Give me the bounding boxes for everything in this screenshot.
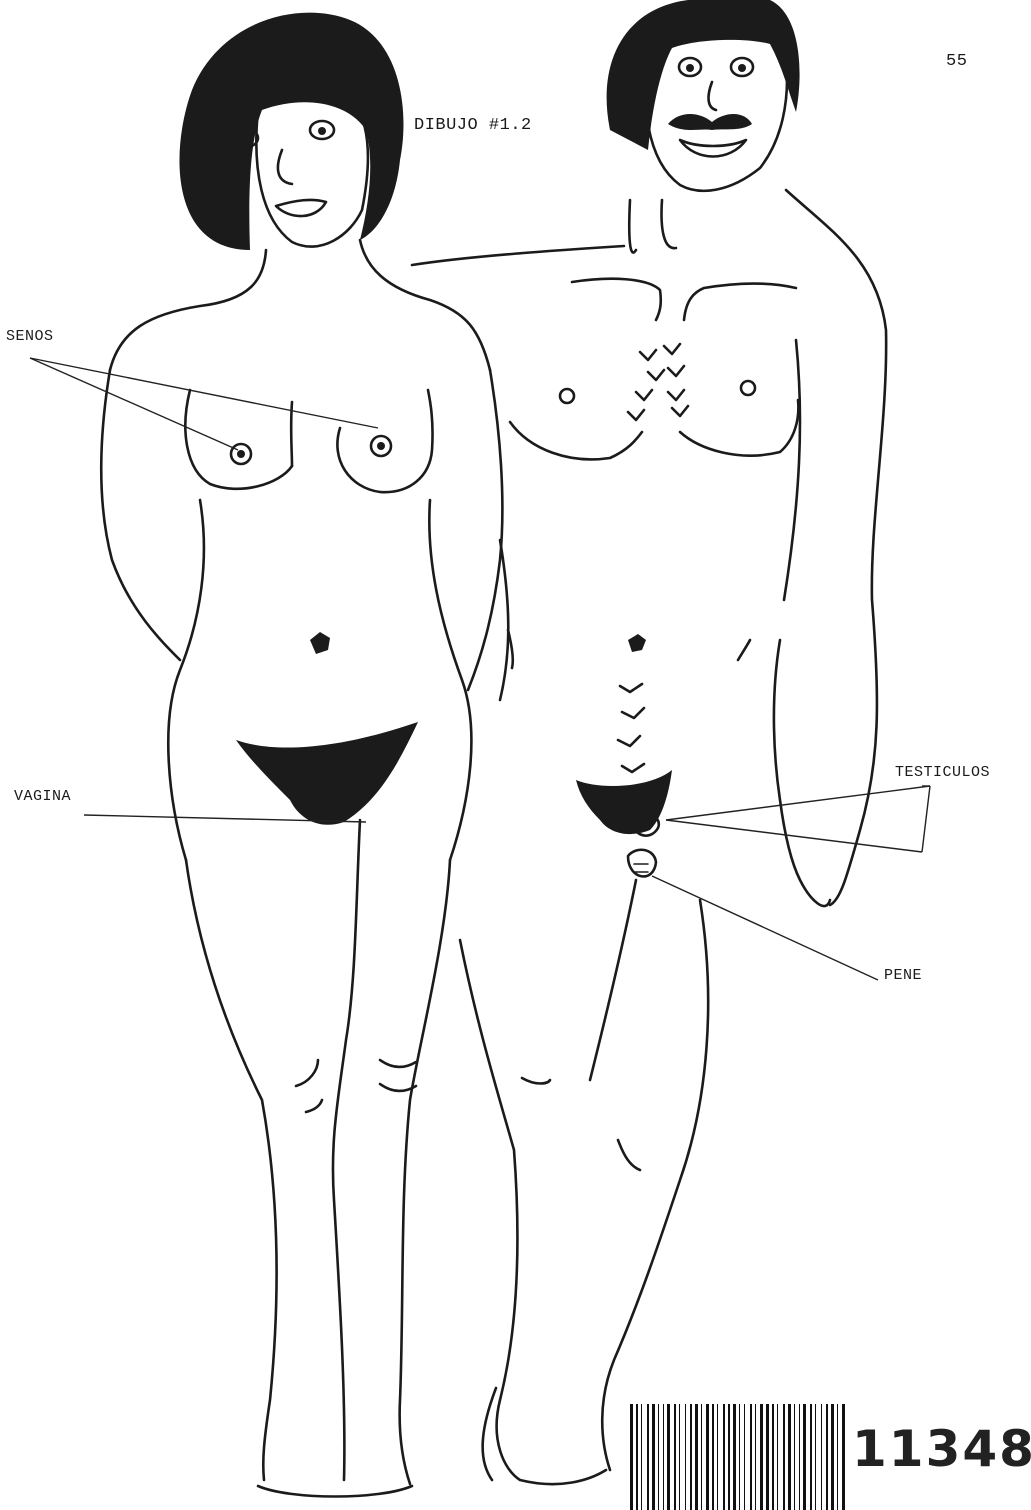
male-moustache [668,114,752,130]
barcode-bar [695,1404,698,1510]
barcode-bar [750,1404,752,1510]
barcode-bar [783,1404,785,1510]
barcode-bar [685,1404,686,1510]
page-number: 55 [946,52,967,71]
barcode-bar [717,1404,718,1510]
barcode-bar [636,1404,638,1510]
barcode-bar [733,1404,736,1510]
barcode-bar [831,1404,834,1510]
male-navel [628,634,646,652]
barcode-bar [826,1404,828,1510]
barcode-bar [706,1404,709,1510]
barcode-bar [803,1404,806,1510]
barcode-bar [679,1404,680,1510]
barcode-bar [788,1404,791,1510]
barcode-bar [777,1404,778,1510]
label-penis: PENE [884,967,922,984]
barcode-bar [739,1404,740,1510]
barcode-bar [712,1404,714,1510]
barcode-bar [772,1404,774,1510]
label-leader-lines [30,358,930,980]
barcode-bar [837,1404,838,1510]
barcode-bar [760,1404,763,1510]
female-mouth [276,200,326,216]
barcode-bar [667,1404,670,1510]
barcode-bar [728,1404,730,1510]
barcode-bar [690,1404,692,1510]
label-testicles: TESTICULOS [895,764,990,781]
barcode-bar [701,1404,702,1510]
barcode-bar [821,1404,822,1510]
barcode-bar [842,1404,845,1510]
barcode-bar [663,1404,664,1510]
barcode-bar [630,1404,633,1510]
barcode-bar [794,1404,795,1510]
female-navel [310,632,330,654]
barcode-bar [815,1404,816,1510]
barcode [630,1404,845,1510]
drawing-title: DIBUJO #1.2 [414,116,532,135]
barcode-bar [755,1404,756,1510]
barcode-bar [744,1404,745,1510]
barcode-bar [674,1404,676,1510]
barcode-bar [652,1404,655,1510]
male-left-nipple [560,389,574,403]
barcode-bar [641,1404,642,1510]
female-pubic-hair [236,722,418,825]
barcode-bar [723,1404,725,1510]
barcode-bar [658,1404,659,1510]
female-figure [101,13,502,1497]
barcode-number: 113480 [852,1420,1031,1478]
barcode-bar [810,1404,812,1510]
barcode-bar [647,1404,649,1510]
male-right-nipple [741,381,755,395]
label-breasts: SENOS [6,328,54,345]
label-vagina: VAGINA [14,788,71,805]
barcode-bar [799,1404,800,1510]
barcode-bar [766,1404,769,1510]
male-figure [412,0,886,1484]
